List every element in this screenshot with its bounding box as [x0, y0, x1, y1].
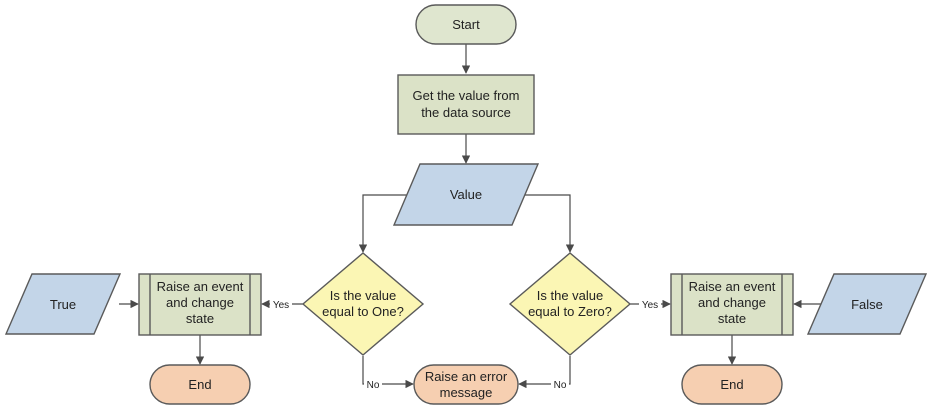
raise-left-line2: and change [166, 295, 234, 310]
raise-left-process-shape [138, 273, 262, 336]
raise-right-process-shape [670, 273, 794, 336]
node-end-left: End [149, 364, 251, 405]
node-raise-left: Raise an event and change state [138, 273, 262, 336]
node-decision-zero: Is the value equal to Zero? [508, 252, 632, 356]
decision-one-line2: equal to One? [322, 304, 404, 319]
node-end-right: End [681, 364, 783, 405]
get-value-line1: Get the value from [413, 88, 520, 103]
error-line2: message [440, 385, 493, 400]
node-raise-right: Raise an event and change state [670, 273, 794, 336]
edge-value-to-decision-zero [522, 194, 575, 253]
edge-decision-one-no [362, 356, 414, 389]
get-value-process-shape [397, 74, 535, 135]
edge-decision-zero-no [518, 356, 571, 389]
decision-zero-line1: Is the value [537, 288, 604, 303]
yes-right-label: Yes [642, 300, 658, 311]
node-value: Value [392, 163, 540, 226]
raise-right-line1: Raise an event [689, 279, 776, 294]
start-terminator-shape [415, 4, 517, 45]
decision-zero-line2: equal to Zero? [528, 304, 612, 319]
end-left-terminator-shape [149, 364, 251, 405]
decision-one-shape [301, 252, 425, 356]
end-right-terminator-shape [681, 364, 783, 405]
error-terminator-shape [413, 364, 519, 405]
edge-value-to-decision-one [358, 194, 410, 253]
false-data-shape [806, 273, 928, 335]
true-data-shape [4, 273, 122, 335]
node-get-value: Get the value from the data source [397, 74, 535, 135]
decision-zero-shape [508, 252, 632, 356]
raise-left-line3: state [186, 311, 214, 326]
edge-labels: Yes Yes No No [270, 297, 661, 391]
value-data-shape [392, 163, 540, 226]
raise-left-line1: Raise an event [157, 279, 244, 294]
end-right-label: End [720, 377, 743, 392]
node-decision-one: Is the value equal to One? [301, 252, 425, 356]
yes-left-label: Yes [273, 300, 289, 311]
raise-right-line3: state [718, 311, 746, 326]
no-right-label: No [554, 380, 567, 391]
no-left-label: No [367, 380, 380, 391]
node-false: False [806, 273, 928, 335]
node-start: Start [415, 4, 517, 45]
value-label: Value [450, 187, 482, 202]
start-label: Start [452, 17, 480, 32]
false-label: False [851, 297, 883, 312]
end-left-label: End [188, 377, 211, 392]
node-true: True [4, 273, 122, 335]
raise-right-line2: and change [698, 295, 766, 310]
decision-one-line1: Is the value [330, 288, 397, 303]
get-value-line2: the data source [421, 105, 511, 120]
error-line1: Raise an error [425, 369, 508, 384]
true-label: True [50, 297, 76, 312]
node-error: Raise an error message [413, 364, 519, 405]
